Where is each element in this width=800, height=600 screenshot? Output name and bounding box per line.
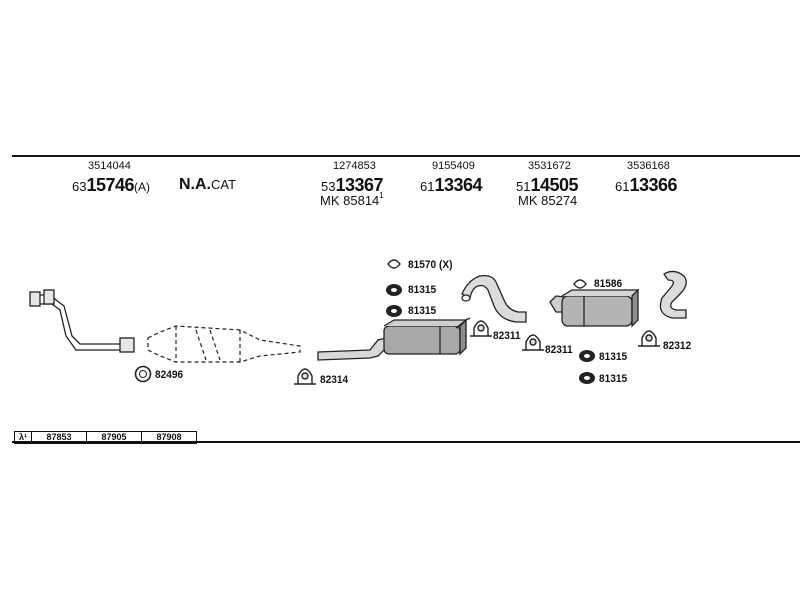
part-main: 13364 — [434, 175, 483, 195]
rubber-mount-81315-d — [579, 372, 595, 384]
part-main: 15746 — [86, 175, 135, 195]
intermediate-pipe — [461, 274, 527, 323]
label-81315-b: 81315 — [408, 305, 437, 317]
catalytic-converter — [147, 325, 301, 363]
label-81586: 81586 — [594, 278, 623, 290]
part-number-5: 6113366 — [615, 175, 678, 195]
label-82496: 82496 — [155, 369, 184, 381]
label-82311-a: 82311 — [493, 330, 521, 342]
rubber-mount-81315-b — [386, 305, 402, 317]
mk-label: MK — [320, 193, 340, 208]
mk-number-4: MK 85274 — [518, 194, 577, 207]
part-main: 14505 — [530, 175, 579, 195]
mk-value: 85274 — [541, 193, 578, 208]
label-82312: 82312 — [663, 340, 692, 352]
label-82311-b: 82311 — [545, 344, 573, 356]
clamp-82312 — [638, 330, 660, 347]
part-prefix: 61 — [615, 179, 630, 194]
center-muffler — [317, 317, 471, 361]
label-82314: 82314 — [320, 374, 349, 386]
label-81570: 81570 (X) — [408, 259, 453, 271]
oe-code-4: 3531672 — [528, 160, 571, 172]
rear-muffler — [549, 288, 640, 328]
mk-label: MK — [518, 193, 538, 208]
rubber-mount-81315-c — [579, 350, 595, 362]
oe-code-5: 3536168 — [627, 160, 670, 172]
mk-superscript: 1 — [379, 191, 384, 200]
part-number-1: 6315746(A) — [72, 176, 150, 195]
label-81315-a: 81315 — [408, 284, 437, 296]
label-81315-d: 81315 — [599, 373, 628, 385]
tail-pipe — [659, 270, 687, 319]
mk-number-2: MK 858141 — [320, 191, 384, 208]
front-pipe — [29, 289, 135, 353]
catalyst-label: N.A.CAT — [179, 177, 236, 193]
part-number-2: 5313367 — [321, 175, 384, 195]
label-81315-c: 81315 — [599, 351, 628, 363]
sensor-cell-1: 87853 — [32, 432, 88, 443]
sensor-cell-2: 87905 — [87, 432, 143, 443]
clamp-82311-a — [470, 320, 492, 337]
gasket-ring-82496 — [134, 365, 152, 383]
part-number-4: 5114505 — [516, 175, 579, 195]
part-prefix: 53 — [321, 179, 336, 194]
part-prefix: 63 — [72, 179, 87, 194]
lambda-sensor-table: λ¹ 87853 87905 87908 — [14, 431, 198, 444]
sensor-cell-3: 87908 — [156, 432, 182, 442]
oe-code-1: 3514044 — [88, 160, 131, 172]
part-prefix: 61 — [420, 179, 435, 194]
part-number-3: 6113364 — [420, 175, 483, 195]
clamp-82311-b — [522, 334, 544, 351]
part-suffix: (A) — [134, 180, 151, 194]
part-prefix: 51 — [516, 179, 531, 194]
lambda-symbol: λ¹ — [15, 432, 33, 443]
oe-code-2: 1274853 — [333, 160, 376, 172]
catalyst-na: N.A. — [179, 176, 211, 193]
clamp-82314 — [294, 368, 316, 385]
catalyst-suffix: CAT — [211, 177, 237, 192]
part-main: 13366 — [629, 175, 678, 195]
hanger-81586 — [573, 279, 587, 289]
oe-code-3: 9155409 — [432, 160, 475, 172]
rubber-mount-81315-a — [386, 284, 402, 296]
part-main: 13367 — [335, 175, 384, 195]
hanger-81570 — [387, 259, 401, 269]
mk-value: 85814 — [343, 193, 380, 208]
